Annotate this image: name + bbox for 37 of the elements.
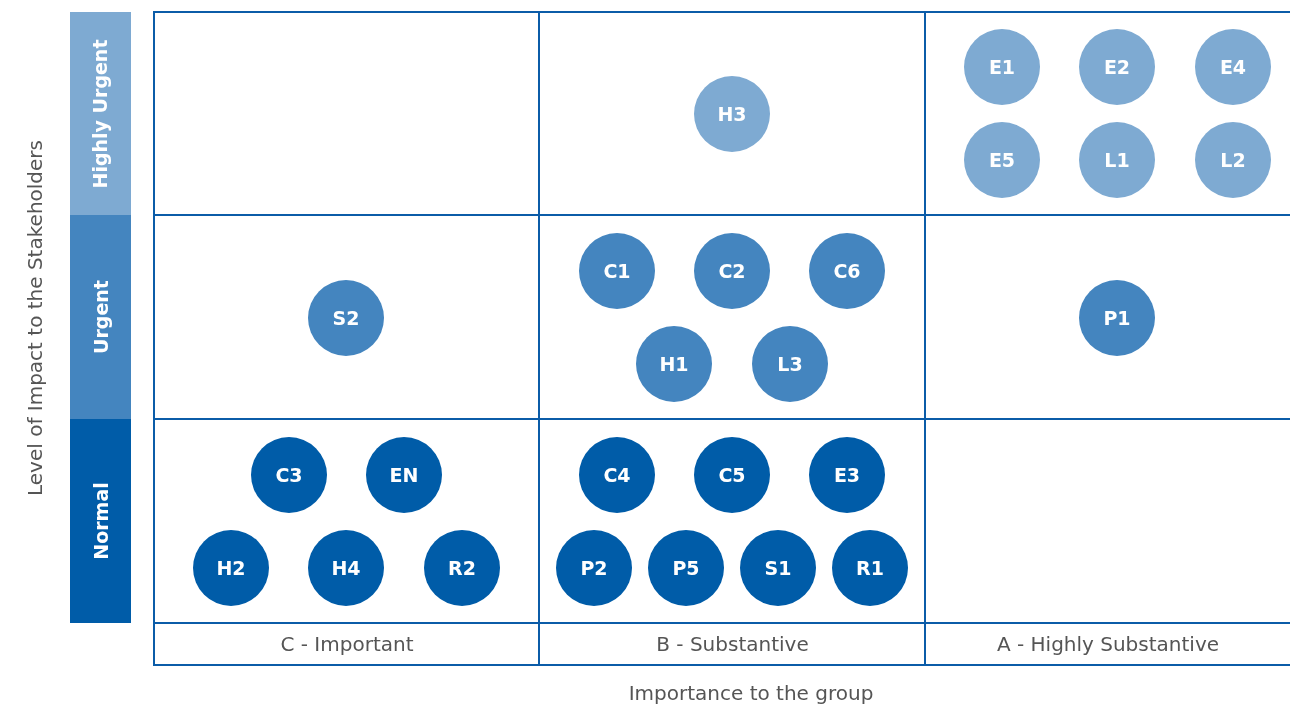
topic-circle: R2 xyxy=(424,530,500,606)
topic-circle: E2 xyxy=(1079,29,1155,105)
topic-circle: E5 xyxy=(964,122,1040,198)
topic-circle: S1 xyxy=(740,530,816,606)
topic-circle: C2 xyxy=(694,233,770,309)
topic-circle: H2 xyxy=(193,530,269,606)
x-axis-title: Importance to the group xyxy=(628,681,874,705)
row-header-band xyxy=(70,215,131,419)
row-header-text: Highly Urgent xyxy=(89,39,112,188)
topic-circle: C5 xyxy=(694,437,770,513)
topic-circle: C1 xyxy=(579,233,655,309)
topic-circle: H3 xyxy=(694,76,770,152)
row-header-band xyxy=(70,12,131,215)
topic-circle: C6 xyxy=(809,233,885,309)
topic-circle: C3 xyxy=(251,437,327,513)
topic-circle: L1 xyxy=(1079,122,1155,198)
topic-circle: E1 xyxy=(964,29,1040,105)
y-axis-title: Level of Impact to the Stakeholders xyxy=(23,140,47,496)
topic-circle: C4 xyxy=(579,437,655,513)
column-header: B - Substantive xyxy=(540,625,925,663)
topic-circle: S2 xyxy=(308,280,384,356)
row-header-text: Normal xyxy=(89,482,112,560)
topic-circle: L2 xyxy=(1195,122,1271,198)
topic-circle: P1 xyxy=(1079,280,1155,356)
topic-circle: R1 xyxy=(832,530,908,606)
row-header-band xyxy=(70,419,131,623)
topic-circle: P2 xyxy=(556,530,632,606)
topic-circle: P5 xyxy=(648,530,724,606)
topic-circle: L3 xyxy=(752,326,828,402)
topic-circle: H1 xyxy=(636,326,712,402)
topic-circle: E4 xyxy=(1195,29,1271,105)
row-header-text: Urgent xyxy=(89,280,112,354)
column-header: C - Important xyxy=(155,625,539,663)
column-header: A - Highly Substantive xyxy=(926,625,1290,663)
topic-circle: E3 xyxy=(809,437,885,513)
topic-circle: EN xyxy=(366,437,442,513)
topic-circle: H4 xyxy=(308,530,384,606)
